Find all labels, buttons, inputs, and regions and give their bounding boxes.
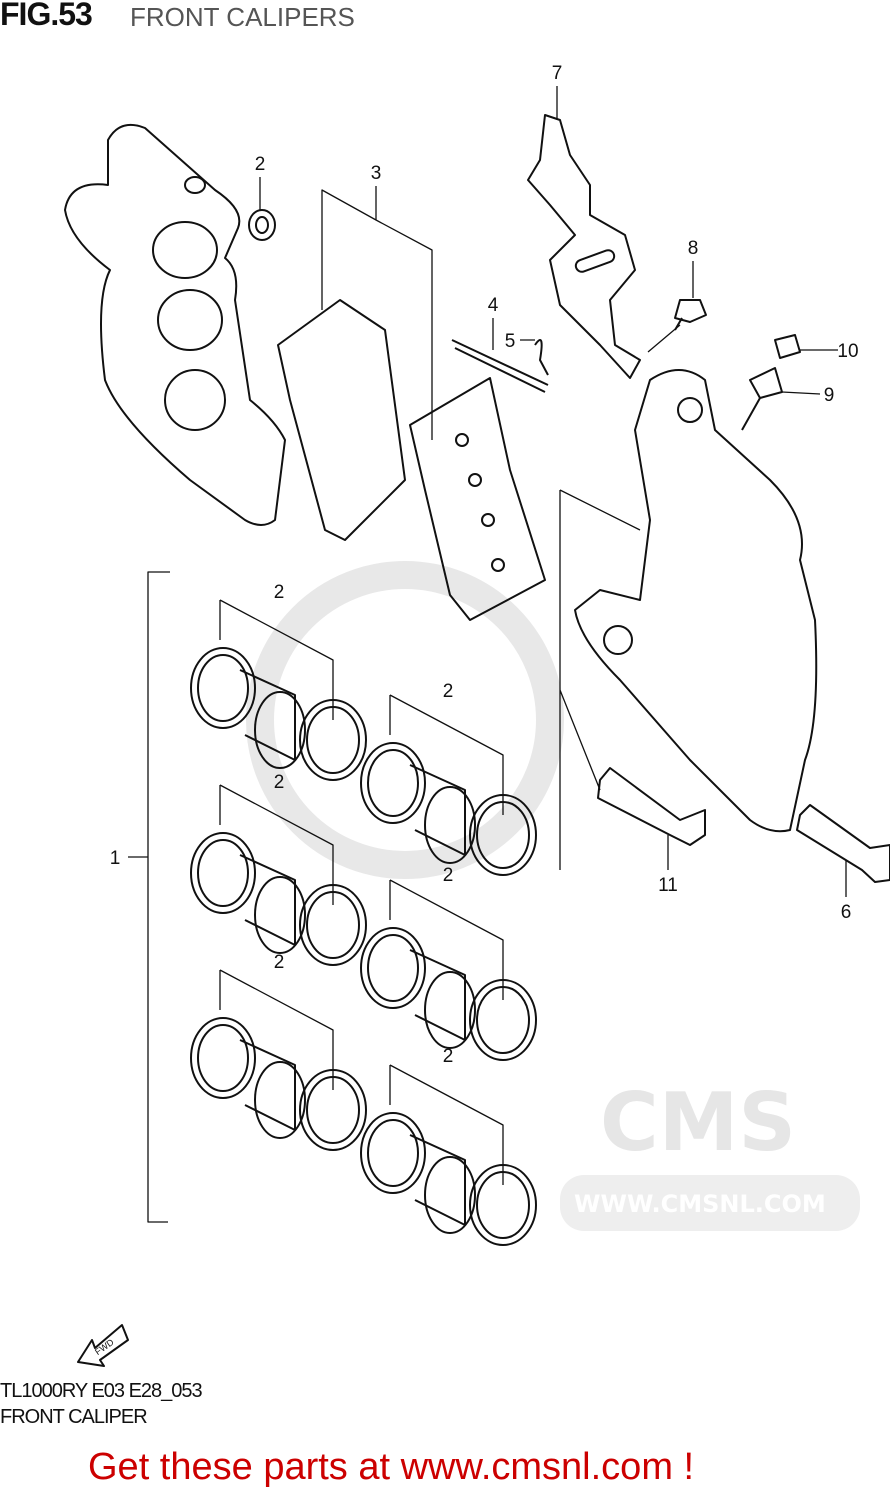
dust-seal [469,794,537,876]
pad-pin[interactable] [451,339,549,393]
callout-label: 2 [274,772,285,793]
callout-label: 2 [274,582,285,603]
callout-label: 2 [443,865,454,886]
piston-bore [157,289,223,351]
seal-ring-inner [197,1024,249,1092]
dust-seal-inner [476,1171,530,1239]
dust-seal [469,979,537,1061]
seal-ring [190,647,256,729]
piston-face [424,786,476,864]
dust-seal-inner [306,706,360,774]
watermark-logo-text: CMS [600,1076,796,1169]
piston-bore [152,221,218,279]
caliper-hole [603,625,633,655]
seal-ring [360,927,426,1009]
seal-ring [360,742,426,824]
callout-label: 2 [274,952,285,973]
piston [409,764,466,856]
washer-hole [255,216,269,234]
figure-number: FIG.53 [0,0,93,32]
callout-label: 2 [443,681,454,702]
piston [239,669,296,761]
piston-seal-set[interactable] [190,599,367,781]
bleeder-valve[interactable] [741,367,783,431]
piston-face [254,876,306,954]
callout-label: 10 [837,341,858,362]
promo-link[interactable]: Get these parts at www.cmsnl.com ! [88,1446,695,1488]
right-caliper-half[interactable] [574,369,818,833]
watermark-logo-circle [246,561,564,879]
callout-label: 4 [488,295,499,316]
piston-seal-set[interactable] [360,1064,537,1246]
diagram-caption: FRONT CALIPER [0,1406,148,1428]
watermark-banner [560,1175,860,1231]
pad-hole [468,473,482,487]
piston [239,854,296,946]
piston-seal-set[interactable] [190,784,367,966]
pad-spring-clip[interactable] [534,339,549,376]
callout-label: 9 [824,385,835,406]
dust-seal [299,1069,367,1151]
piston-seal-set[interactable] [360,879,537,1061]
leader-lines [128,86,847,1223]
caliper-hole [184,176,206,194]
dust-seal-inner [306,1076,360,1144]
seal-ring-inner [367,749,419,817]
seal-ring-inner [367,1119,419,1187]
piston [409,949,466,1041]
left-caliper-half[interactable] [64,124,286,526]
pad-hole [481,513,495,527]
piston-face [424,971,476,1049]
callout-label: 2 [443,1046,454,1067]
callout-label: 11 [658,875,678,896]
dust-seal-inner [476,801,530,869]
piston-seal-set[interactable] [190,969,367,1151]
fwd-arrow-icon [77,1324,129,1367]
washer[interactable] [248,209,276,241]
brake-pad-outer[interactable] [409,377,546,621]
piston-face [254,691,306,769]
caliper-mounting-bolt[interactable] [597,767,706,846]
seal-ring-inner [197,654,249,722]
piston-face [424,1156,476,1234]
pad-hole [491,558,505,572]
watermark-url: WWW.CMSNL.COM [574,1190,826,1218]
callout-label: 1 [110,848,121,869]
piston-seal-set[interactable] [360,694,537,876]
seal-ring-inner [197,839,249,907]
dust-seal [299,699,367,781]
seal-ring [190,1017,256,1099]
bracket-slot [574,249,616,273]
piston [239,1039,296,1131]
watermark: CMS WWW.CMSNL.COM [246,561,860,1231]
callout-label: 5 [505,331,516,352]
dust-seal [299,884,367,966]
dust-seal-inner [306,891,360,959]
dust-seal-inner [476,986,530,1054]
seal-ring [190,832,256,914]
piston-face [254,1061,306,1139]
pad-spring-bracket[interactable] [527,114,641,379]
piston-bore [164,369,226,431]
seal-ring [360,1112,426,1194]
seal-ring-inner [367,934,419,1002]
caliper-hole [677,397,703,423]
callout-label: 2 [255,154,266,175]
page-title: FRONT CALIPERS [130,2,355,32]
callout-label: 3 [371,163,382,184]
callout-label: 7 [552,63,563,84]
bleeder-cap[interactable] [774,334,801,359]
brake-pad[interactable] [277,299,406,541]
dust-seal [469,1164,537,1246]
callout-label: 8 [688,238,699,259]
pad-hole [455,433,469,447]
piston [409,1134,466,1226]
diagram-code: TL1000RY E03 E28_053 [0,1380,203,1402]
caliper-mounting-bolt[interactable] [796,804,890,883]
callout-label: 6 [841,902,852,923]
